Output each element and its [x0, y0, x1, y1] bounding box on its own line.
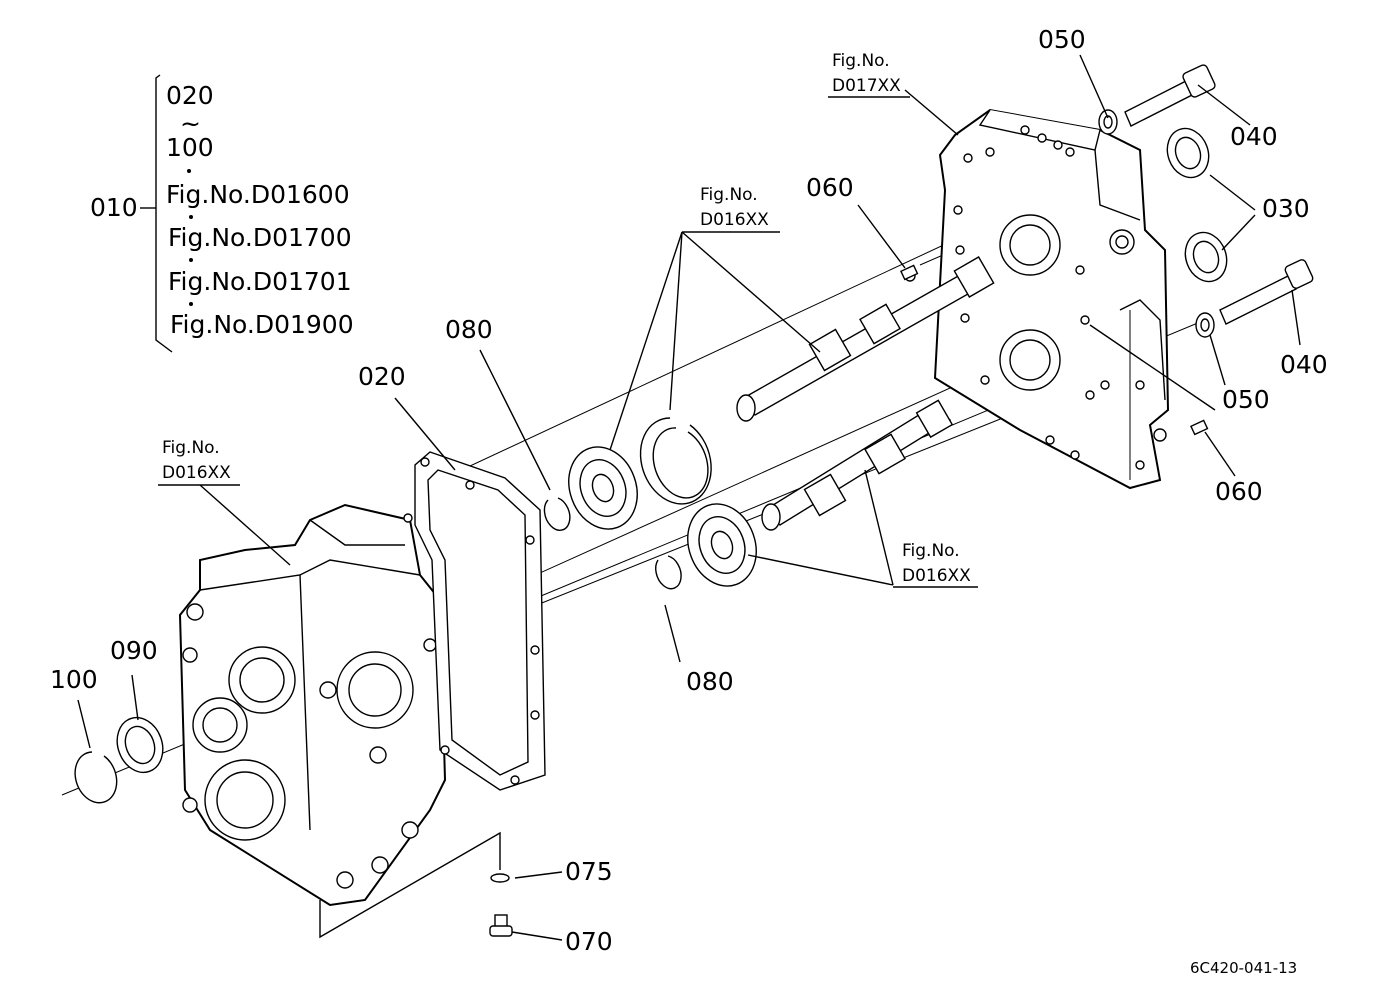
figref-lower-shaft: Fig.No. D016XX	[893, 541, 978, 588]
legend-line-6: Fig.No.D01900	[170, 310, 354, 339]
legend-bullet	[189, 302, 193, 306]
callout-100: 100	[50, 665, 98, 694]
callout-050-upper: 050	[1038, 25, 1086, 54]
washer-lower	[1195, 312, 1215, 338]
callout-060-upper: 060	[806, 173, 854, 202]
transmission-housing	[178, 503, 447, 907]
svg-text:D016XX: D016XX	[902, 566, 971, 586]
oil-seal-upper	[1166, 127, 1210, 179]
upper-bearing	[568, 446, 638, 530]
snap-ring-100	[74, 751, 118, 804]
lower-shaft	[761, 399, 954, 531]
callout-075: 075	[565, 857, 613, 886]
internal-snap-ring	[639, 417, 712, 505]
legend-bullet	[187, 169, 191, 173]
svg-text:Fig.No.: Fig.No.	[902, 541, 960, 561]
legend-line-4: Fig.No.D01700	[168, 223, 352, 252]
circlip-lower	[655, 555, 682, 590]
callout-070: 070	[565, 927, 613, 956]
gasket	[403, 451, 546, 791]
circlip-upper	[543, 497, 571, 531]
drawing-code: 6C420-041-13	[1190, 959, 1297, 977]
callout-020: 020	[358, 362, 406, 391]
leader-lines	[77, 54, 1301, 941]
bolt-upper	[1124, 64, 1216, 127]
washer-upper	[1098, 109, 1118, 135]
dowel-pin-lower	[1190, 419, 1209, 436]
legend-bullet	[189, 258, 193, 262]
callout-080-lower: 080	[686, 667, 734, 696]
o-ring-075	[490, 873, 510, 883]
oil-seal-090	[116, 716, 164, 774]
legend-line-2: 100	[166, 133, 214, 162]
legend-bracket	[155, 74, 173, 353]
legend-parent-number: 010	[90, 193, 138, 222]
legend-line-1: ~	[180, 109, 201, 138]
svg-text:D016XX: D016XX	[700, 210, 769, 230]
callout-080-upper: 080	[445, 315, 493, 344]
svg-text:Fig.No.: Fig.No.	[700, 185, 758, 205]
figref-cover: Fig.No. D017XX	[828, 51, 910, 98]
legend-line-3: Fig.No.D01600	[166, 180, 350, 209]
bolt-lower	[1219, 259, 1314, 325]
svg-text:D016XX: D016XX	[162, 463, 231, 483]
svg-text:Fig.No.: Fig.No.	[162, 438, 220, 458]
legend-line-0: 020	[166, 81, 214, 110]
legend-line-5: Fig.No.D01701	[168, 267, 352, 296]
upper-shaft	[736, 256, 995, 422]
callout-090: 090	[110, 636, 158, 665]
callout-040-upper: 040	[1230, 122, 1278, 151]
svg-text:Fig.No.: Fig.No.	[832, 51, 890, 71]
lower-bearing	[687, 503, 757, 587]
plug-bracket	[319, 831, 501, 939]
callout-030: 030	[1262, 194, 1310, 223]
callout-050-lower: 050	[1222, 385, 1270, 414]
figref-top-shaft: Fig.No. D016XX	[682, 185, 780, 233]
callout-060-lower: 060	[1215, 477, 1263, 506]
svg-text:D017XX: D017XX	[832, 76, 901, 96]
figref-housing: Fig.No. D016XX	[158, 438, 240, 486]
dowel-pin-upper	[900, 264, 919, 281]
legend-bullet	[189, 215, 193, 219]
callout-040-lower: 040	[1280, 350, 1328, 379]
rear-cover	[933, 108, 1170, 490]
oil-seal-lower	[1184, 231, 1228, 283]
plug-070	[489, 914, 513, 937]
legend-group: 010 020 ~ 100 Fig.No.D01600 Fig.No.D0170…	[90, 74, 354, 353]
